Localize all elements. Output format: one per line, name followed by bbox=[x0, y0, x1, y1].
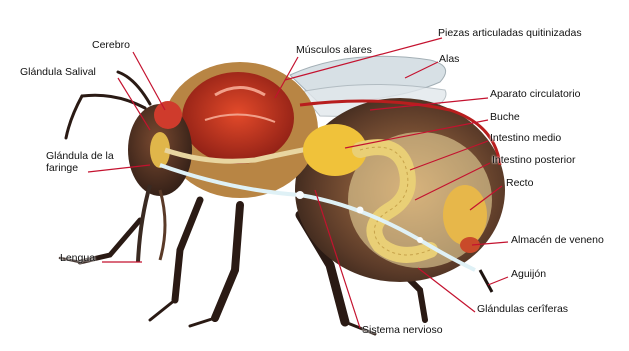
label-alas: Alas bbox=[439, 53, 459, 65]
label-piezas-articuladas: Piezas articuladas quitinizadas bbox=[438, 27, 582, 39]
label-almacen-veneno: Almacén de veneno bbox=[511, 234, 604, 246]
label-recto: Recto bbox=[506, 177, 533, 189]
label-buche: Buche bbox=[490, 111, 520, 123]
tongue-shape bbox=[138, 185, 150, 262]
label-aparato-circulatorio: Aparato circulatorio bbox=[490, 88, 580, 100]
label-glandulas-ceriferas: Glándulas cerîferas bbox=[477, 303, 568, 315]
label-cerebro: Cerebro bbox=[92, 39, 130, 51]
label-musculos-alares: Músculos alares bbox=[296, 44, 372, 56]
label-intestino-medio: Intestino medio bbox=[490, 132, 561, 144]
label-lengua: Lengua bbox=[60, 252, 95, 264]
label-intestino-posterior: Intestino posterior bbox=[492, 154, 575, 166]
label-aguijon: Aguijón bbox=[511, 268, 546, 280]
stinger-shape bbox=[480, 270, 492, 292]
label-glandula-salival: Glándula Salival bbox=[20, 66, 96, 78]
label-glandula-faringe: Glándula de la faringe bbox=[46, 150, 126, 174]
label-sistema-nervioso: Sistema nervioso bbox=[362, 324, 443, 336]
rectum-shape bbox=[443, 185, 487, 245]
